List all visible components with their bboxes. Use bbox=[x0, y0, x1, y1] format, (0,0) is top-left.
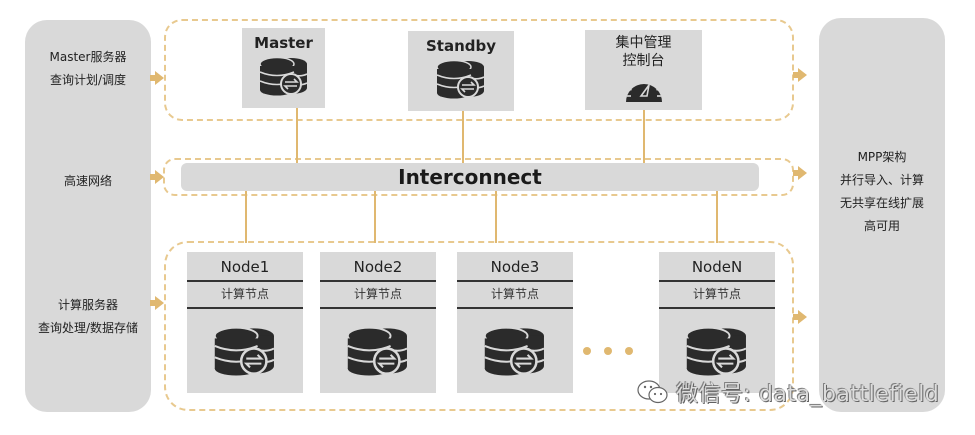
node-name: Node1 bbox=[187, 252, 303, 282]
connector-node3 bbox=[495, 191, 497, 243]
arrow-right-icon bbox=[150, 170, 164, 184]
database-sync-icon bbox=[483, 326, 545, 376]
database-sync-icon bbox=[346, 326, 408, 376]
compute-server-desc: 查询处理/数据存储 bbox=[37, 321, 139, 335]
connector-console bbox=[643, 108, 645, 163]
node-card: NodeN 计算节点 bbox=[659, 252, 775, 393]
database-sync-icon bbox=[436, 59, 485, 99]
master-server-title: Master服务器 bbox=[49, 50, 127, 64]
master-server-label: Master服务器 查询计划/调度 bbox=[25, 46, 151, 92]
node-card: Node2 计算节点 bbox=[320, 252, 436, 393]
connector-node2 bbox=[374, 191, 376, 243]
top-group bbox=[164, 19, 794, 121]
database-sync-icon bbox=[213, 326, 275, 376]
wechat-icon bbox=[637, 380, 668, 404]
watermark: 微信号: data_battlefield bbox=[636, 376, 939, 408]
connector-master bbox=[296, 108, 298, 163]
feature-parallel: 并行导入、计算 bbox=[839, 173, 924, 187]
feature-shared-nothing: 无共享在线扩展 bbox=[839, 196, 924, 210]
connector-node1 bbox=[245, 191, 247, 243]
node-role: 计算节点 bbox=[320, 282, 436, 309]
interconnect-bar: Interconnect bbox=[181, 163, 759, 191]
node-card: Node3 计算节点 bbox=[457, 252, 573, 393]
standby-box: Standby bbox=[408, 31, 514, 111]
arrow-right-icon bbox=[150, 296, 164, 310]
node-card: Node1 计算节点 bbox=[187, 252, 303, 393]
compute-server-title: 计算服务器 bbox=[57, 298, 118, 312]
console-title-line2: 控制台 bbox=[622, 53, 665, 69]
node-name: Node3 bbox=[457, 252, 573, 282]
ellipsis-dots bbox=[583, 347, 633, 355]
dot bbox=[604, 347, 612, 355]
console-title: 集中管理 控制台 bbox=[585, 34, 702, 70]
feature-ha: 高可用 bbox=[863, 219, 900, 233]
console-box: 集中管理 控制台 bbox=[585, 30, 702, 110]
right-panel: MPP架构 并行导入、计算 无共享在线扩展 高可用 bbox=[819, 18, 945, 412]
dot bbox=[583, 347, 591, 355]
arrow-right-icon bbox=[793, 310, 807, 324]
master-title: Master bbox=[254, 34, 313, 52]
node-name: Node2 bbox=[320, 252, 436, 282]
gauge-icon bbox=[625, 77, 662, 102]
database-sync-icon bbox=[258, 56, 307, 96]
node-group bbox=[164, 241, 794, 411]
compute-server-label: 计算服务器 查询处理/数据存储 bbox=[25, 294, 151, 340]
standby-title: Standby bbox=[425, 37, 497, 55]
arrow-right-icon bbox=[150, 71, 164, 85]
connector-standby bbox=[462, 110, 464, 163]
database-sync-icon bbox=[685, 326, 747, 376]
interconnect-group bbox=[163, 158, 794, 196]
arrow-right-icon bbox=[793, 68, 807, 82]
master-box: Master bbox=[242, 28, 325, 108]
left-panel: Master服务器 查询计划/调度 高速网络 计算服务器 查询处理/数据存储 bbox=[25, 20, 151, 412]
watermark-text: 微信号: data_battlefield bbox=[676, 382, 940, 407]
node-role: 计算节点 bbox=[659, 282, 775, 309]
feature-mpp: MPP架构 bbox=[857, 150, 907, 164]
features-list: MPP架构 并行导入、计算 无共享在线扩展 高可用 bbox=[819, 146, 945, 238]
master-server-desc: 查询计划/调度 bbox=[49, 73, 127, 87]
node-role: 计算节点 bbox=[187, 282, 303, 309]
connector-noden bbox=[716, 191, 718, 243]
console-title-line1: 集中管理 bbox=[615, 35, 672, 51]
arrow-right-icon bbox=[793, 166, 807, 180]
dot bbox=[625, 347, 633, 355]
node-name: NodeN bbox=[659, 252, 775, 282]
node-role: 计算节点 bbox=[457, 282, 573, 309]
network-label: 高速网络 bbox=[63, 174, 112, 188]
